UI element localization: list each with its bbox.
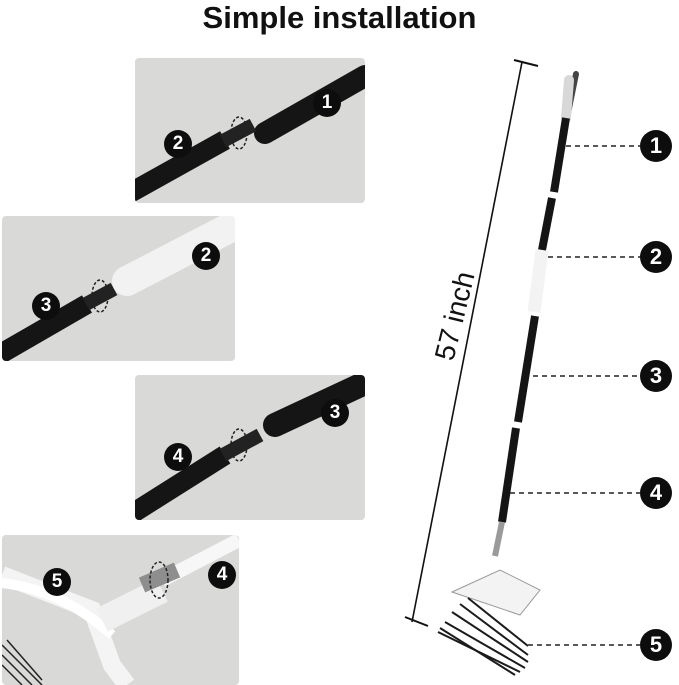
step-badge-left: 3	[32, 292, 60, 320]
step-panel-3: 4 3	[135, 375, 365, 520]
step-panel-4: 5 4	[2, 535, 239, 685]
pole-joint-illustration	[135, 375, 365, 520]
step-badge-right: 1	[313, 89, 341, 117]
callout-badge: 3	[640, 360, 672, 392]
step-panel-1: 2 1	[135, 58, 365, 203]
callout-badge: 1	[640, 130, 672, 162]
page-title: Simple installation	[202, 0, 477, 35]
step-badge-right: 2	[192, 242, 220, 270]
step-badge-right: 3	[321, 399, 349, 427]
step-badge-left: 2	[164, 130, 192, 158]
callout-badge: 2	[640, 241, 672, 273]
step-badge-left: 4	[164, 443, 192, 471]
callout-badge: 5	[640, 629, 672, 661]
step-badge-left: 5	[43, 568, 71, 596]
step-badge-right: 4	[208, 561, 236, 589]
step-panel-2: 3 2	[2, 216, 235, 361]
pole-joint-illustration	[2, 216, 235, 361]
callout-badge: 4	[640, 477, 672, 509]
